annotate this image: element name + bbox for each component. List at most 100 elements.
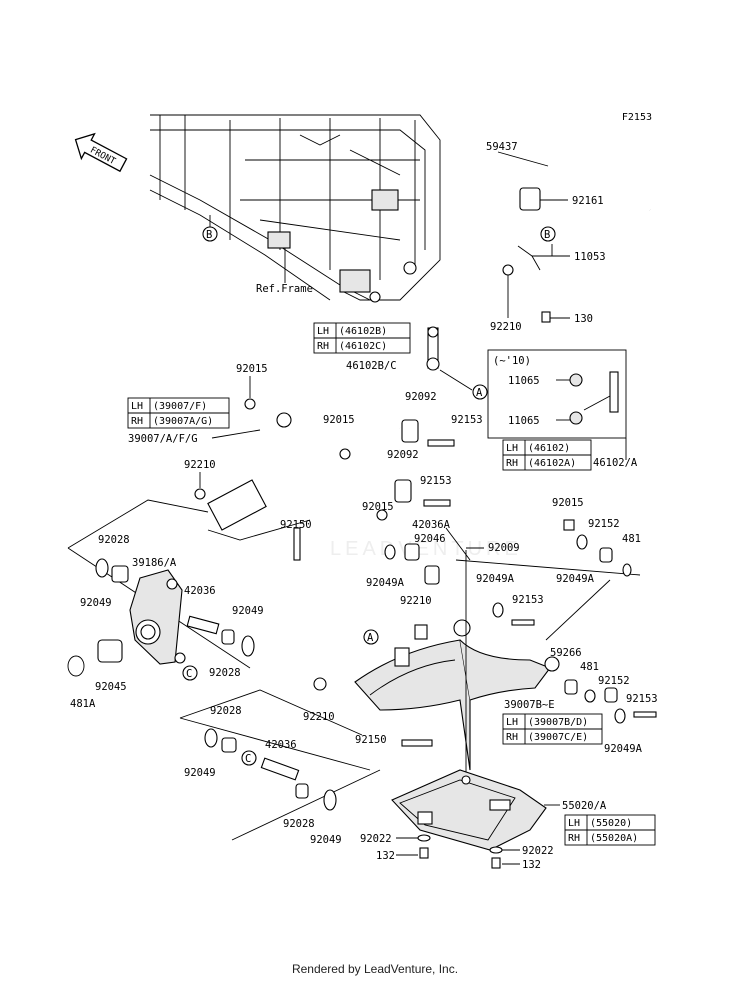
svg-text:RH: RH (317, 341, 329, 352)
label-11065-b: 11065 (508, 415, 540, 427)
label-92210-left: 92210 (184, 459, 216, 471)
svg-text:RH: RH (131, 416, 143, 427)
svg-text:(46102B): (46102B) (339, 326, 387, 337)
svg-text:RH: RH (568, 833, 580, 844)
label-92153-b: 92153 (420, 475, 452, 487)
lower-bushing-group (204, 728, 337, 811)
label-92049a-a: 92049A (366, 577, 405, 589)
label-92153-a: 92153 (451, 414, 483, 426)
diagram-code: F2153 (621, 112, 652, 123)
svg-text:LH: LH (317, 326, 329, 337)
label-92049-c: 92049 (184, 767, 216, 779)
label-92028-a: 92028 (98, 534, 130, 546)
callout-a-link (472, 384, 488, 400)
footer-credit: Rendered by LeadVenture, Inc. (291, 962, 459, 976)
label-92153-d: 92153 (626, 693, 658, 705)
stabilizer-bar-drawing (426, 153, 653, 371)
ref-frame-label: Ref.Frame (256, 283, 313, 295)
callout-b-bar-text: B (544, 229, 550, 241)
table-39007b: LH (39007B/D) RH (39007C/E) (502, 713, 603, 745)
label-92210-top: 92210 (490, 321, 522, 333)
label-92152-b: 92152 (598, 675, 630, 687)
label-92028-d: 92028 (283, 818, 315, 830)
label-481-a: 481 (622, 533, 641, 545)
label-92045: 92045 (95, 681, 127, 693)
label-92152-a: 92152 (588, 518, 620, 530)
label-481a: 481A (70, 698, 96, 710)
label-46102a: 46102/A (593, 457, 638, 469)
svg-text:(39007/F): (39007/F) (153, 401, 207, 412)
label-42036a: 42036A (412, 519, 451, 531)
table-55020: LH (55020) RH (55020A) (564, 814, 656, 846)
svg-text:LH: LH (506, 443, 518, 454)
label-42036-a: 42036 (184, 585, 216, 597)
label-132-a: 132 (376, 850, 395, 862)
label-92161: 92161 (572, 195, 604, 207)
svg-text:(39007A/G): (39007A/G) (153, 416, 213, 427)
label-92153-c: 92153 (512, 594, 544, 606)
skid-plate-drawing (391, 769, 547, 869)
callout-b-text: B (206, 229, 212, 241)
front-arrow-icon: FRONT (74, 132, 128, 173)
knuckle-group (67, 558, 255, 677)
svg-text:(~'10): (~'10) (493, 355, 531, 367)
label-59266: 59266 (550, 647, 582, 659)
svg-text:RH: RH (506, 732, 518, 743)
label-92049-d: 92049 (310, 834, 342, 846)
callout-a-arm-text: A (367, 632, 374, 644)
label-92092-a: 92092 (405, 391, 437, 403)
label-92028-c: 92028 (210, 705, 242, 717)
label-132-b: 132 (522, 859, 541, 871)
label-11053: 11053 (574, 251, 606, 263)
callout-a-arm (363, 629, 379, 645)
svg-text:LH: LH (506, 717, 518, 728)
label-92049a-b: 92049A (476, 573, 515, 585)
group-46102-box: (~'10) (487, 349, 627, 439)
callout-a-link-text: A (476, 387, 483, 399)
label-42036-b: 42036 (265, 739, 297, 751)
svg-text:(46102C): (46102C) (339, 341, 387, 352)
callout-c-knuckle-text: C (186, 668, 192, 680)
label-39007be: 39007B~E (504, 699, 555, 711)
label-92009: 92009 (488, 542, 520, 554)
label-130: 130 (574, 313, 593, 325)
label-92092-b: 92092 (387, 449, 419, 461)
table-46102: LH (46102) RH (46102A) (502, 439, 592, 471)
label-92049a-d: 92049A (604, 743, 643, 755)
label-46102bc: 46102B/C (346, 360, 397, 372)
label-55020: 55020/A (562, 800, 607, 812)
label-92015-d: 92015 (552, 497, 584, 509)
label-92022-b: 92022 (522, 845, 554, 857)
callout-c-lower-text: C (245, 753, 251, 765)
svg-text:LH: LH (131, 401, 143, 412)
callout-c-knuckle (182, 665, 198, 681)
label-92049a-c: 92049A (556, 573, 595, 585)
watermark: LEADVENTURE (330, 538, 522, 560)
label-92210-low: 92210 (303, 711, 335, 723)
svg-text:(39007C/E): (39007C/E) (528, 732, 588, 743)
svg-text:(46102): (46102) (528, 443, 570, 454)
label-92015-b: 92015 (323, 414, 355, 426)
label-92049-a: 92049 (80, 597, 112, 609)
svg-text:(39007B/D): (39007B/D) (528, 717, 588, 728)
label-92210-mid: 92210 (400, 595, 432, 607)
table-46102bc: LH (46102B) RH (46102C) (313, 322, 411, 354)
callout-b-frame (202, 226, 218, 242)
label-92015-a: 92015 (236, 363, 268, 375)
svg-text:(55020A): (55020A) (590, 833, 638, 844)
label-39007: 39007/A/F/G (128, 433, 198, 445)
svg-text:(55020): (55020) (590, 818, 632, 829)
table-39007: LH (39007/F) RH (39007A/G) (127, 397, 230, 429)
label-92049-b: 92049 (232, 605, 264, 617)
middle-bushings (384, 519, 632, 626)
svg-text:(46102A): (46102A) (528, 458, 576, 469)
upper-arm-drawing (194, 398, 455, 561)
label-92015-c: 92015 (362, 501, 394, 513)
label-59437: 59437 (486, 141, 518, 153)
label-92022-a: 92022 (360, 833, 392, 845)
label-39186: 39186/A (132, 557, 177, 569)
label-92150-b: 92150 (355, 734, 387, 746)
frame-drawing (149, 114, 441, 303)
svg-text:LH: LH (568, 818, 580, 829)
